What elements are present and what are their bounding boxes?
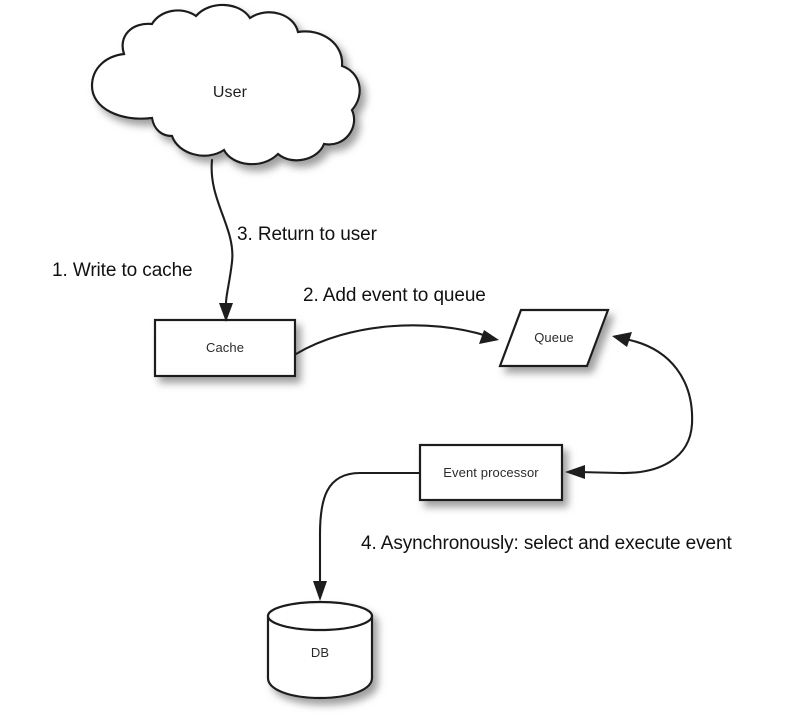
node-user[interactable]	[90, 3, 361, 166]
edge-event-processor-to-db[interactable]	[313, 471, 421, 601]
node-label-cache: Cache	[205, 340, 245, 355]
db-cylinder-top	[266, 600, 374, 632]
node-queue[interactable]	[498, 308, 610, 368]
node-label-db: DB	[310, 645, 330, 660]
edge-queue-event-processor[interactable]	[565, 332, 694, 479]
queue-shape	[498, 308, 610, 368]
node-label-user: User	[212, 84, 248, 101]
db-cylinder-body	[266, 614, 374, 700]
edge-user-to-cache[interactable]	[210, 158, 234, 322]
step-label-4: 4. Asynchronously: select and execute ev…	[361, 533, 732, 554]
node-event-processor[interactable]	[418, 443, 564, 502]
edge-event-processor-to-db-arrowhead	[313, 581, 327, 601]
event-processor-shape	[418, 443, 564, 502]
node-cache[interactable]	[153, 318, 297, 378]
edge-event-processor-to-db-line	[318, 471, 421, 592]
node-db[interactable]	[266, 600, 374, 700]
edge-queue-event-processor-line	[576, 337, 694, 475]
cache-shape	[153, 318, 297, 378]
step-label-1: 1. Write to cache	[52, 260, 193, 281]
edge-event-processor-arrowhead	[565, 465, 585, 479]
edge-user-to-cache-arrowhead	[219, 303, 233, 322]
step-label-3: 3. Return to user	[237, 224, 377, 245]
cloud-shape	[90, 3, 361, 166]
edge-cache-to-queue[interactable]	[294, 324, 499, 356]
node-label-event-processor: Event processor	[443, 465, 539, 480]
edge-cache-to-queue-arrowhead	[479, 330, 499, 344]
edge-queue-arrowhead	[612, 332, 632, 347]
node-label-queue: Queue	[534, 330, 574, 345]
edge-user-to-cache-line	[210, 158, 234, 314]
edge-cache-to-queue-line	[294, 324, 489, 356]
step-label-2: 2. Add event to queue	[303, 285, 486, 306]
